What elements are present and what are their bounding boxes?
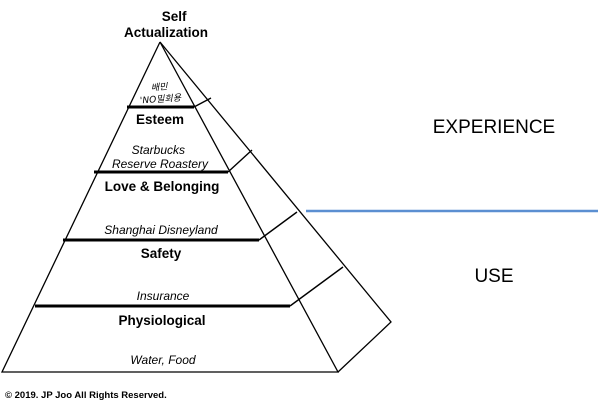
level-label-physiological: Physiological bbox=[118, 313, 205, 328]
level-label-self-actualization: Self Actualization bbox=[124, 9, 208, 40]
pyramid-front-face bbox=[0, 41, 340, 373]
level-label-love-belonging: Love & Belonging bbox=[105, 179, 220, 194]
copyright-notice: © 2019. JP Joo All Rights Reserved. bbox=[5, 390, 167, 401]
level-label-esteem: Esteem bbox=[136, 112, 184, 127]
example-self-line-1: 배민 bbox=[151, 81, 169, 93]
side-label-experience: EXPERIENCE bbox=[433, 117, 555, 138]
example-esteem-line-2: Reserve Roastery bbox=[112, 157, 209, 171]
side-line-2 bbox=[227, 149, 253, 173]
example-love-belonging: Shanghai Disneyland bbox=[104, 223, 218, 237]
example-physiological: Water, Food bbox=[130, 353, 195, 367]
example-self-line-2: 'NO밀회용 bbox=[140, 93, 183, 107]
example-esteem: Starbucks Reserve Roastery bbox=[112, 143, 209, 171]
example-safety: Insurance bbox=[137, 289, 190, 303]
level-separators bbox=[35, 105, 290, 308]
side-label-use: USE bbox=[474, 266, 513, 287]
side-line-3 bbox=[258, 211, 298, 241]
level-label-safety: Safety bbox=[141, 246, 182, 261]
pyramid-side-face bbox=[159, 41, 392, 373]
example-self-actualization: 배민 'NO밀회용 bbox=[139, 81, 182, 107]
level-label-self-line-1: Self bbox=[162, 9, 187, 24]
level-label-self-line-2: Actualization bbox=[124, 25, 208, 40]
side-line-4 bbox=[289, 266, 344, 307]
pyramid-outline bbox=[0, 41, 392, 373]
side-line-1 bbox=[193, 97, 212, 108]
side-face-lines bbox=[193, 97, 344, 307]
example-esteem-line-1: Starbucks bbox=[132, 143, 185, 157]
